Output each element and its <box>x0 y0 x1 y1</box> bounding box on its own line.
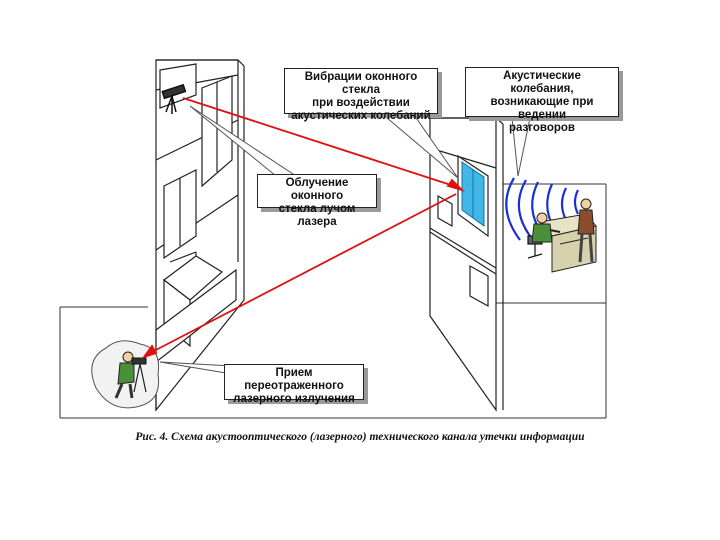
callout-glass-irradiation-line-1: Облучение оконного <box>285 177 349 202</box>
callout-acoustic-vibration: Акустические колебания, возникающие при … <box>465 67 619 134</box>
laser-emitter-icon <box>161 83 187 114</box>
callout-reflected-reception-line-1: Прием переотраженного <box>244 367 344 392</box>
callout-pointers <box>159 105 531 375</box>
callout-acoustic-vibration-line-1: Акустические колебания, <box>503 70 581 95</box>
laser-beam-outgoing <box>182 97 455 187</box>
callout-reflected-reception-line-2: лазерного излучения <box>233 393 355 405</box>
figure-caption: Рис. 4. Схема акустооптического (лазерно… <box>135 431 585 443</box>
speaker-person-icon <box>531 212 561 243</box>
callout-glass-vibration: Вибрации оконного стекла при воздействии… <box>284 68 438 122</box>
laser-arrow-head-receiver <box>141 344 158 359</box>
callout-reflected-reception: Прием переотраженного лазерного излучени… <box>224 364 364 405</box>
callout-glass-irradiation-line-2: стекла лучом лазера <box>278 203 356 228</box>
callout-acoustic-vibration-line-2: возникающие при ведении <box>490 96 594 121</box>
callout-glass-vibration-line-3: акустических колебаний <box>291 110 431 122</box>
callout-glass-vibration-line-1: Вибрации оконного стекла <box>304 71 418 96</box>
eavesdropper-icon <box>91 340 160 409</box>
target-window <box>457 154 489 238</box>
callout-acoustic-vibration-line-3: разговоров <box>508 122 575 134</box>
listener-person-icon <box>577 198 595 263</box>
laser-arrow-head-window <box>446 178 466 192</box>
laser-beams <box>141 97 466 359</box>
callout-glass-vibration-line-2: при воздействии <box>312 97 410 109</box>
laser-beam-reflected <box>151 193 457 353</box>
callout-glass-irradiation: Облучение оконного стекла лучом лазера <box>257 174 377 228</box>
ground-lines <box>59 183 607 419</box>
